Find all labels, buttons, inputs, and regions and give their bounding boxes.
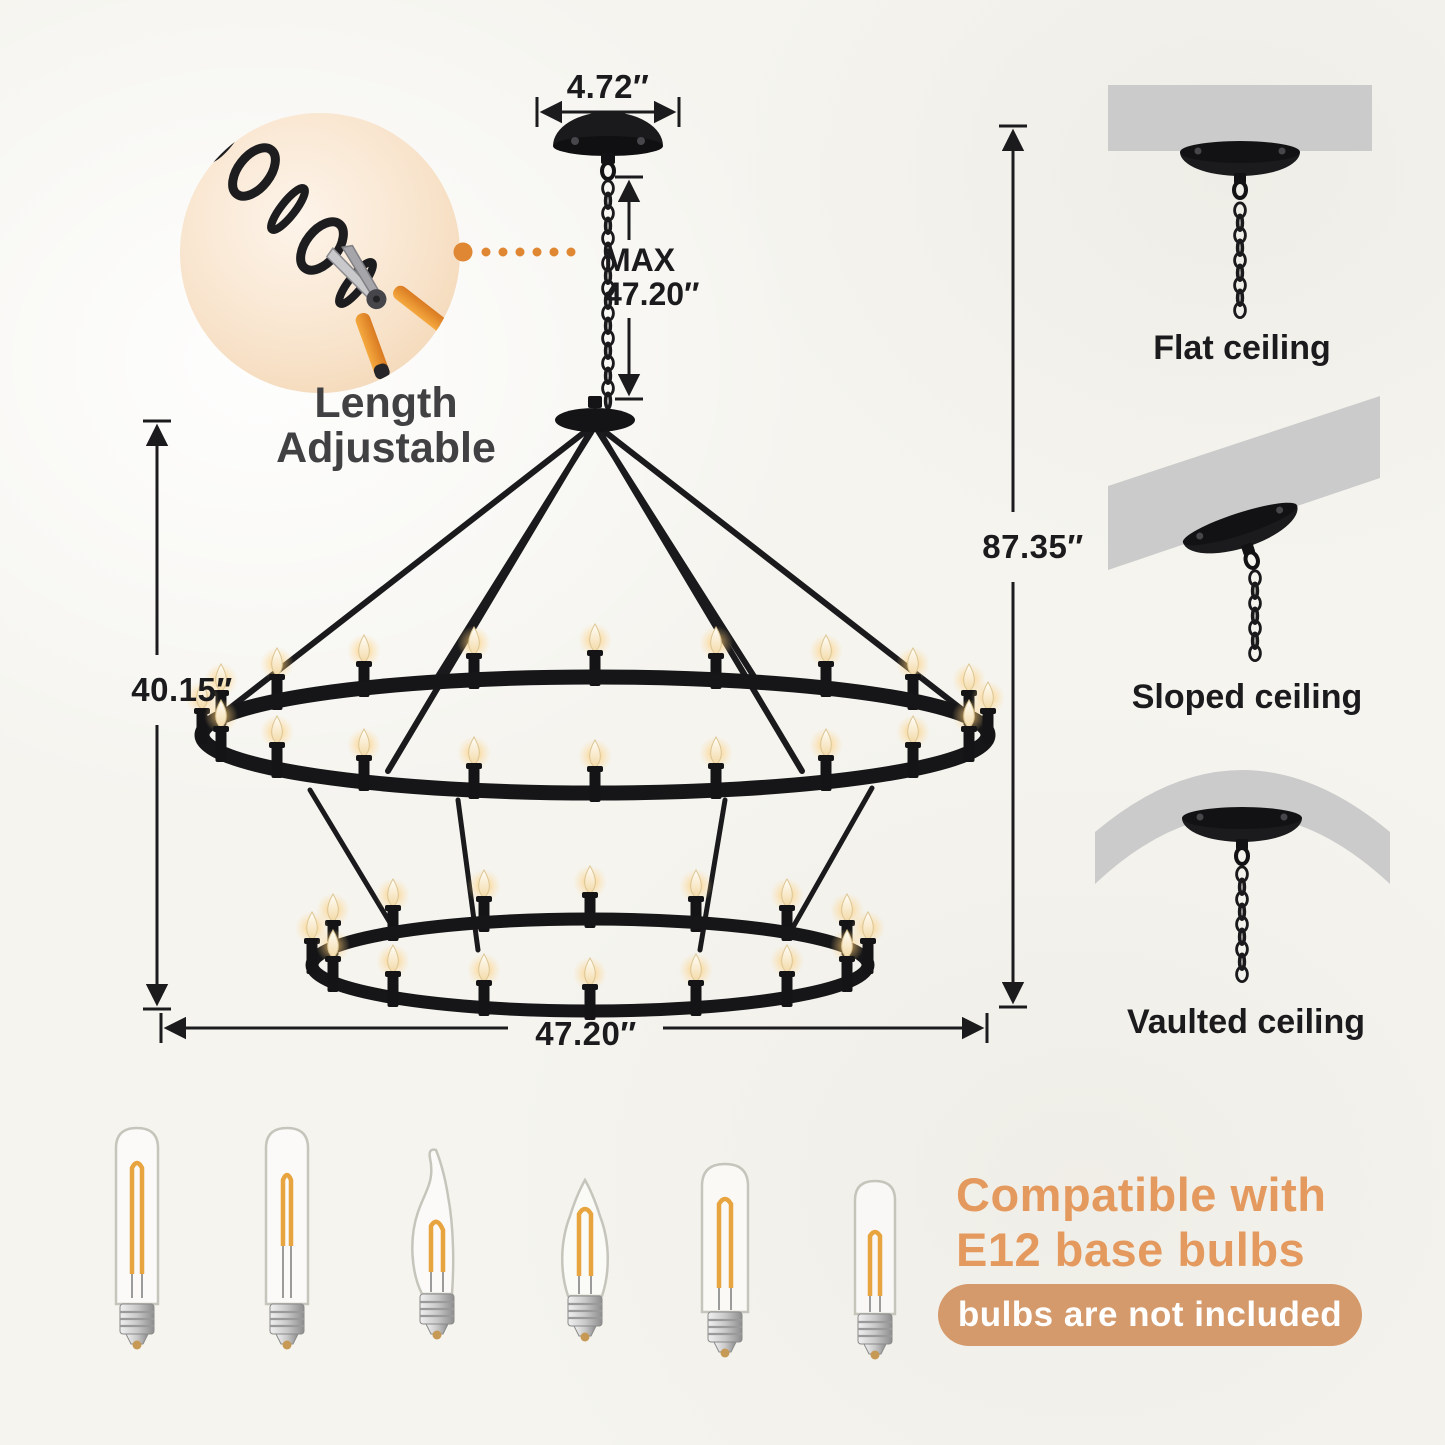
hub-stem <box>588 396 602 408</box>
ceiling-canopy-illustration <box>553 112 663 410</box>
flat-ceiling-illustration <box>1108 85 1372 320</box>
sloped-ceiling-illustration <box>1108 396 1380 663</box>
chain-max-value: 47.20″ <box>604 276 700 312</box>
compatibility-heading-line2: E12 base bulbs <box>956 1223 1306 1276</box>
canopy-width-label: 4.72″ <box>566 68 650 105</box>
chain-max-word: MAX <box>604 242 676 278</box>
bulb-examples <box>114 1126 897 1361</box>
fixture-height-dimension <box>143 419 171 1011</box>
tier-suspension-rods <box>307 785 875 953</box>
sloped-ceiling-label: Sloped ceiling <box>1131 678 1363 716</box>
vaulted-ceiling-chain <box>1235 865 1249 984</box>
chandelier-illustration <box>184 396 1006 1021</box>
vaulted-ceiling-illustration <box>1095 770 1390 984</box>
adjustable-word: Adjustable <box>276 424 496 472</box>
t6-long-tubular-stem-bulb-icon <box>264 1126 310 1351</box>
vaulted-ceiling-label: Vaulted ceiling <box>1126 1003 1366 1041</box>
bulbs-not-included-text: bulbs are not included <box>957 1295 1343 1334</box>
flat-ceiling-label: Flat ceiling <box>1153 329 1331 367</box>
sloped-ceiling-chain <box>1248 569 1262 663</box>
length-adjustable-label: Length Adjustable <box>210 381 562 471</box>
adjustment-point-dot <box>453 242 473 262</box>
total-height-label: 87.35″ <box>982 528 1084 565</box>
bottom-tier <box>294 864 886 1021</box>
fixture-width-dimension <box>159 1013 989 1043</box>
fixture-width-label: 47.20″ <box>535 1015 637 1052</box>
chain-max-length-label: MAX 47.20″ <box>604 243 699 311</box>
compatibility-heading-line1: Compatible with <box>956 1168 1327 1221</box>
compatibility-heading: Compatible with E12 base bulbs <box>956 1167 1376 1277</box>
length-word: Length <box>314 379 458 427</box>
flame-tip-candelabra-bulb-icon <box>411 1148 456 1341</box>
hanging-chain <box>601 179 615 410</box>
top-tier <box>184 622 1006 803</box>
fixture-height-label: 40.15″ <box>131 671 233 708</box>
chain-pliers-inset <box>180 113 577 393</box>
chain-length-dimension <box>615 175 643 401</box>
torpedo-candle-bulb-icon <box>561 1177 609 1343</box>
hub-disc <box>555 408 635 432</box>
pliers-icon <box>325 244 455 380</box>
t6-long-tubular-bulb-icon <box>114 1126 160 1351</box>
dimension-lines <box>143 97 1027 1043</box>
flat-ceiling-chain <box>1233 201 1247 320</box>
t7-mini-tubular-bulb-icon <box>853 1179 897 1361</box>
bulbs-not-included-badge: bulbs are not included <box>938 1284 1362 1346</box>
total-height-dimension <box>999 124 1027 1009</box>
hub-rods <box>209 421 981 774</box>
ceiling-mount-examples <box>1095 85 1390 984</box>
t8-short-tubular-bulb-icon <box>700 1162 750 1359</box>
